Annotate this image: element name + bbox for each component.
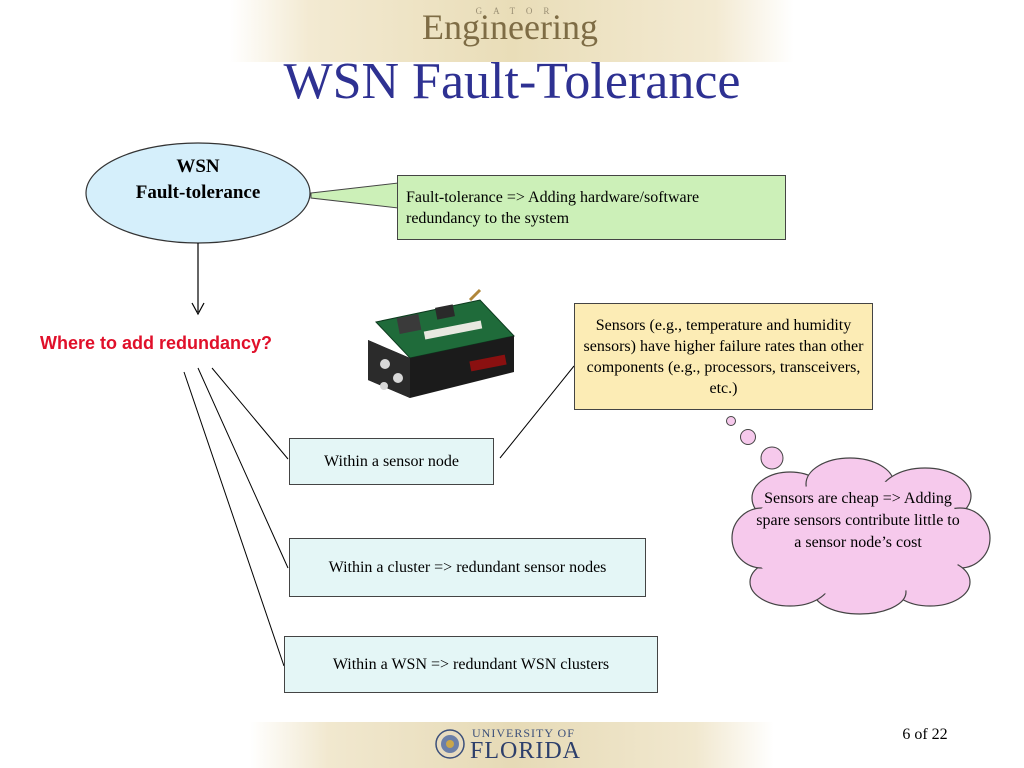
slide-title: WSN Fault-Tolerance: [283, 53, 741, 110]
root-node: WSN Fault-tolerance: [98, 154, 298, 206]
brand-engineering: Engineering: [422, 7, 598, 47]
down-arrow-head: [191, 302, 205, 316]
thought-dot-large: [760, 446, 784, 470]
option-wsn: Within a WSN => redundant WSN clusters: [284, 636, 658, 693]
footer-banner: [250, 722, 774, 768]
sensor-failure-note-text: Sensors (e.g., temperature and humidity …: [583, 316, 864, 397]
thought-cloud-fill: [746, 480, 970, 596]
option-cluster-label: Within a cluster => redundant sensor nod…: [328, 559, 607, 576]
brand-gator: GATOR: [475, 6, 561, 16]
page-number: 6 of 22: [902, 726, 948, 743]
option-cluster: Within a cluster => redundant sensor nod…: [289, 538, 646, 597]
connector-wsn: [183, 371, 285, 667]
root-line-2: Fault-tolerance: [135, 182, 261, 203]
sensor-board-image: [368, 288, 515, 398]
definition-text: Fault-tolerance => Adding hardware/softw…: [406, 188, 700, 227]
option-wsn-label: Within a WSN => redundant WSN clusters: [332, 656, 610, 673]
option-sensor-node-label: Within a sensor node: [324, 453, 459, 470]
root-line-1: WSN: [176, 156, 220, 177]
option-sensor-node: Within a sensor node: [289, 438, 494, 485]
redundancy-question: Where to add redundancy?: [40, 333, 273, 353]
connector-cluster: [197, 367, 289, 569]
university-label: FLORIDA: [470, 738, 582, 764]
definition-callout-pointer: [310, 182, 399, 209]
header-banner: [230, 0, 794, 62]
university-small-label: UNIVERSITY OF: [472, 726, 575, 740]
thought-dot-medium: [740, 429, 756, 445]
thought-text: Sensors are cheap => Adding spare sensor…: [756, 490, 960, 551]
connector-sensor-note: [499, 365, 575, 459]
university-seal-icon: [435, 729, 465, 759]
thought-dot-small: [726, 416, 736, 426]
definition-box: Fault-tolerance => Adding hardware/softw…: [397, 175, 786, 240]
sensor-failure-note: Sensors (e.g., temperature and humidity …: [574, 303, 873, 410]
connector-node: [211, 367, 289, 460]
